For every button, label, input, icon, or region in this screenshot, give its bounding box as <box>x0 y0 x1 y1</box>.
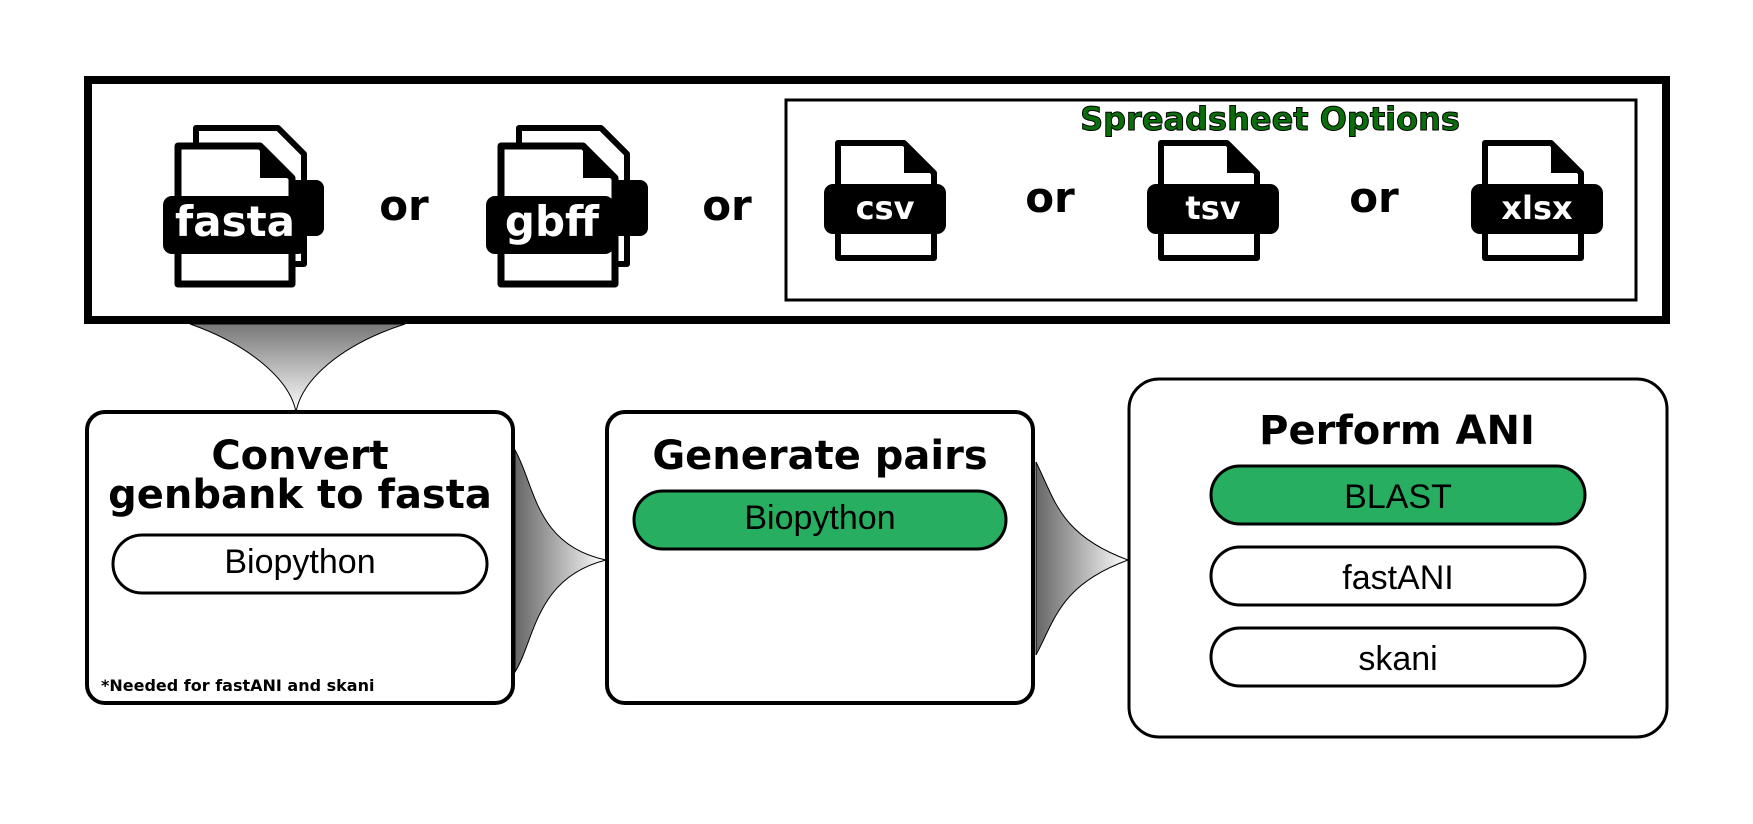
tool-pill-skani <box>1209 626 1587 688</box>
tool-label-blast: BLAST <box>1344 478 1452 516</box>
separator-or: or <box>1025 173 1075 222</box>
tool-pill-fastani <box>1209 545 1587 607</box>
tool-pill-biopython <box>632 489 1008 551</box>
separator-or: or <box>702 181 752 230</box>
separator-or: or <box>1349 173 1399 222</box>
csv-file-icon: csv <box>824 140 946 261</box>
step-convert-card: Convert genbank to fasta Biopython *Need… <box>85 410 515 705</box>
step-generate-pairs-card: Generate pairs Biopython <box>605 410 1035 705</box>
step-pairs-title: Generate pairs <box>652 433 987 479</box>
tool-label-fastani: fastANI <box>1342 559 1453 597</box>
xlsx-file-icon: xlsx <box>1471 140 1603 261</box>
tsv-file-label: tsv <box>1185 189 1240 227</box>
connector-inputs-to-convert <box>189 323 406 413</box>
csv-file-label: csv <box>856 189 915 227</box>
spreadsheet-options-title: Spreadsheet Options <box>1080 100 1460 138</box>
connector-convert-to-pairs <box>514 448 607 674</box>
step-ani-title: Perform ANI <box>1259 408 1535 454</box>
step-convert-title-line1: Convert <box>211 433 388 479</box>
tool-pill-biopython <box>111 533 489 595</box>
tool-label-skani: skani <box>1358 640 1437 678</box>
tool-pill-blast <box>1209 464 1587 526</box>
gbff-file-label: gbff <box>505 197 600 246</box>
tsv-file-icon: tsv <box>1147 140 1279 261</box>
fasta-file-icon: fasta <box>163 125 324 288</box>
separator-or: or <box>379 181 429 230</box>
connector-pairs-to-ani <box>1035 461 1130 656</box>
tool-label-biopython: Biopython <box>224 543 375 581</box>
fasta-file-label: fasta <box>175 197 295 246</box>
step-convert-footnote: *Needed for fastANI and skani <box>101 676 374 695</box>
step-perform-ani-card: Perform ANI BLAST fastANI skani <box>1127 377 1669 739</box>
spreadsheet-options-box <box>784 98 1638 302</box>
tool-label-biopython: Biopython <box>744 499 895 537</box>
xlsx-file-label: xlsx <box>1501 189 1573 227</box>
gbff-file-icon: gbff <box>486 125 648 288</box>
step-convert-title-line2: genbank to fasta <box>108 472 492 518</box>
